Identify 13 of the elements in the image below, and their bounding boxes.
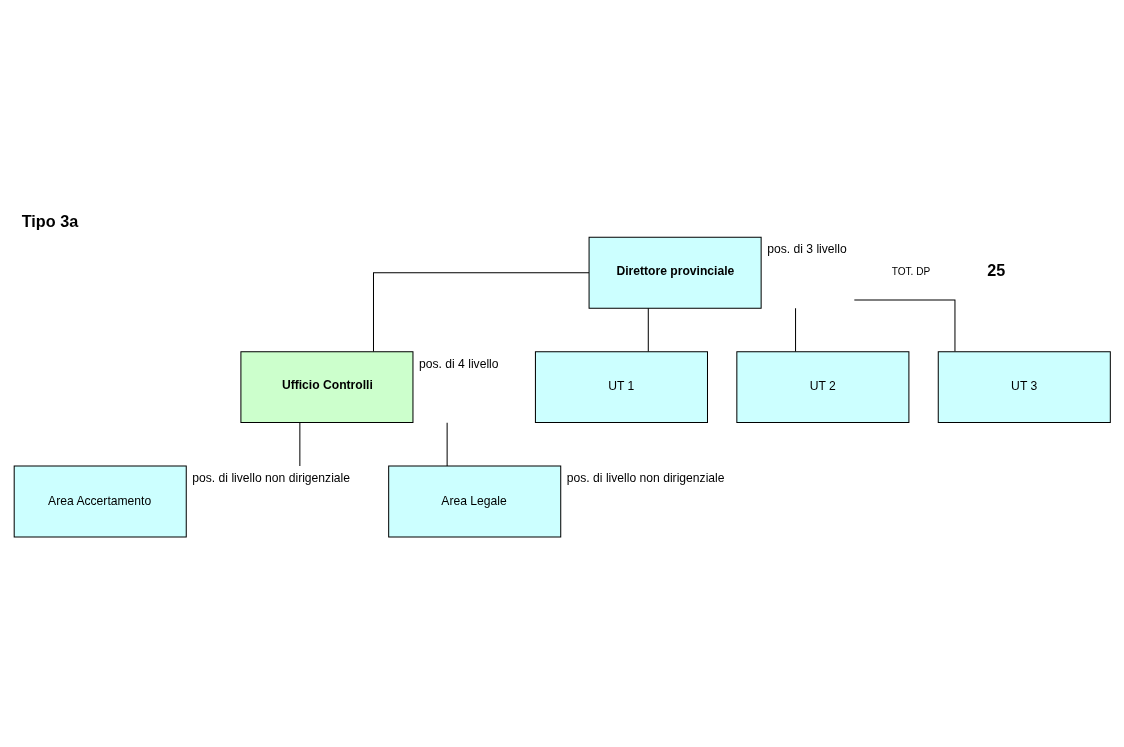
connector [647, 307, 649, 352]
label: 25 [987, 260, 1006, 279]
label: TOT. DP [891, 265, 931, 277]
node-label: pos. di 3 livello [767, 241, 847, 256]
node-label: pos. di 4 livello [419, 356, 499, 371]
connector [853, 299, 956, 352]
node-label: pos. di livello non dirigenziale [192, 470, 351, 485]
connector [299, 421, 301, 466]
node-label: pos. di livello non dirigenziale [566, 470, 725, 485]
connector [446, 421, 448, 466]
connector [373, 271, 590, 352]
diagram-title: Tipo 3a [21, 211, 79, 230]
connector [795, 307, 797, 352]
